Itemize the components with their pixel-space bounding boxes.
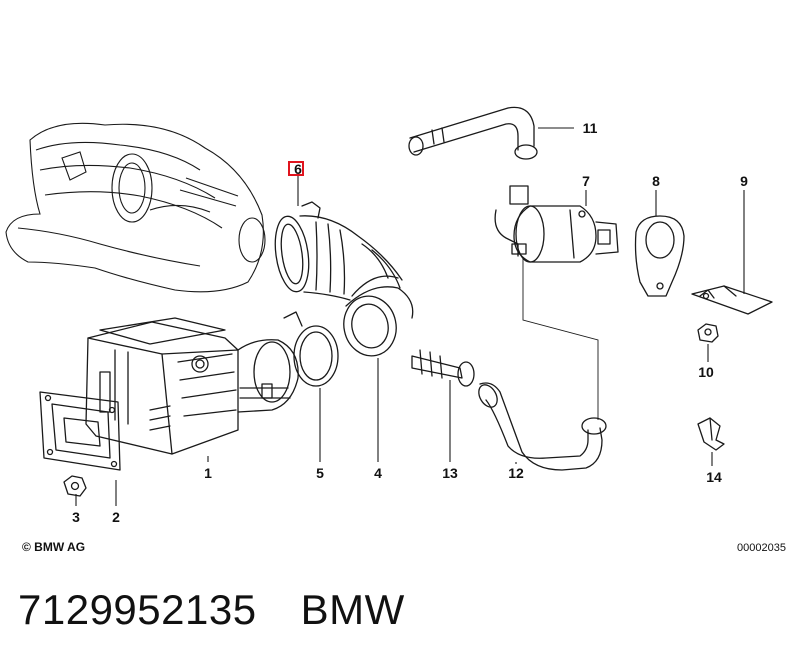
part-5-hose-clamp (283, 311, 339, 387)
callout-1: 1 (204, 465, 212, 481)
callout-13: 13 (442, 465, 458, 481)
part-7-idle-control-valve (494, 185, 619, 263)
callout-6: 6 (294, 161, 302, 177)
intake-manifold-outline (5, 122, 266, 293)
part-14-clip (697, 417, 725, 451)
part-6-rubber-boot (274, 201, 403, 301)
callout-9: 9 (740, 173, 748, 189)
part-10-bolt (697, 323, 719, 343)
part-8-bracket (634, 215, 685, 297)
callout-14: 14 (706, 469, 722, 485)
part-1-air-flow-meter (85, 317, 299, 455)
part-caption: 7129952135 BMW (18, 586, 405, 634)
callout-8: 8 (652, 173, 660, 189)
callouts: 1 2 3 4 5 6 7 8 9 10 11 12 13 14 (72, 120, 748, 525)
part-3-nut (63, 475, 87, 497)
callout-5: 5 (316, 465, 324, 481)
part-9-mounting-plate (691, 285, 773, 315)
callout-2: 2 (112, 509, 120, 525)
part-2-gasket (39, 391, 121, 471)
copyright-notice: © BMW AG (22, 540, 86, 554)
assembly-lines (522, 258, 599, 420)
callout-10: 10 (698, 364, 714, 380)
part-number: 7129952135 (18, 586, 257, 633)
callout-12: 12 (508, 465, 524, 481)
callout-6-highlight (288, 161, 304, 176)
callout-7: 7 (582, 173, 590, 189)
leader-lines (75, 127, 745, 506)
document-number: 00002035 (737, 542, 786, 554)
callout-11: 11 (583, 120, 598, 136)
callout-4: 4 (374, 465, 382, 481)
part-11-vent-hose (408, 106, 538, 160)
part-4-intake-boot (343, 275, 414, 357)
part-12-bent-hose (478, 382, 607, 471)
callout-3: 3 (72, 509, 80, 525)
part-13-hose-connector (411, 349, 475, 387)
brand-name: BMW (300, 586, 405, 633)
